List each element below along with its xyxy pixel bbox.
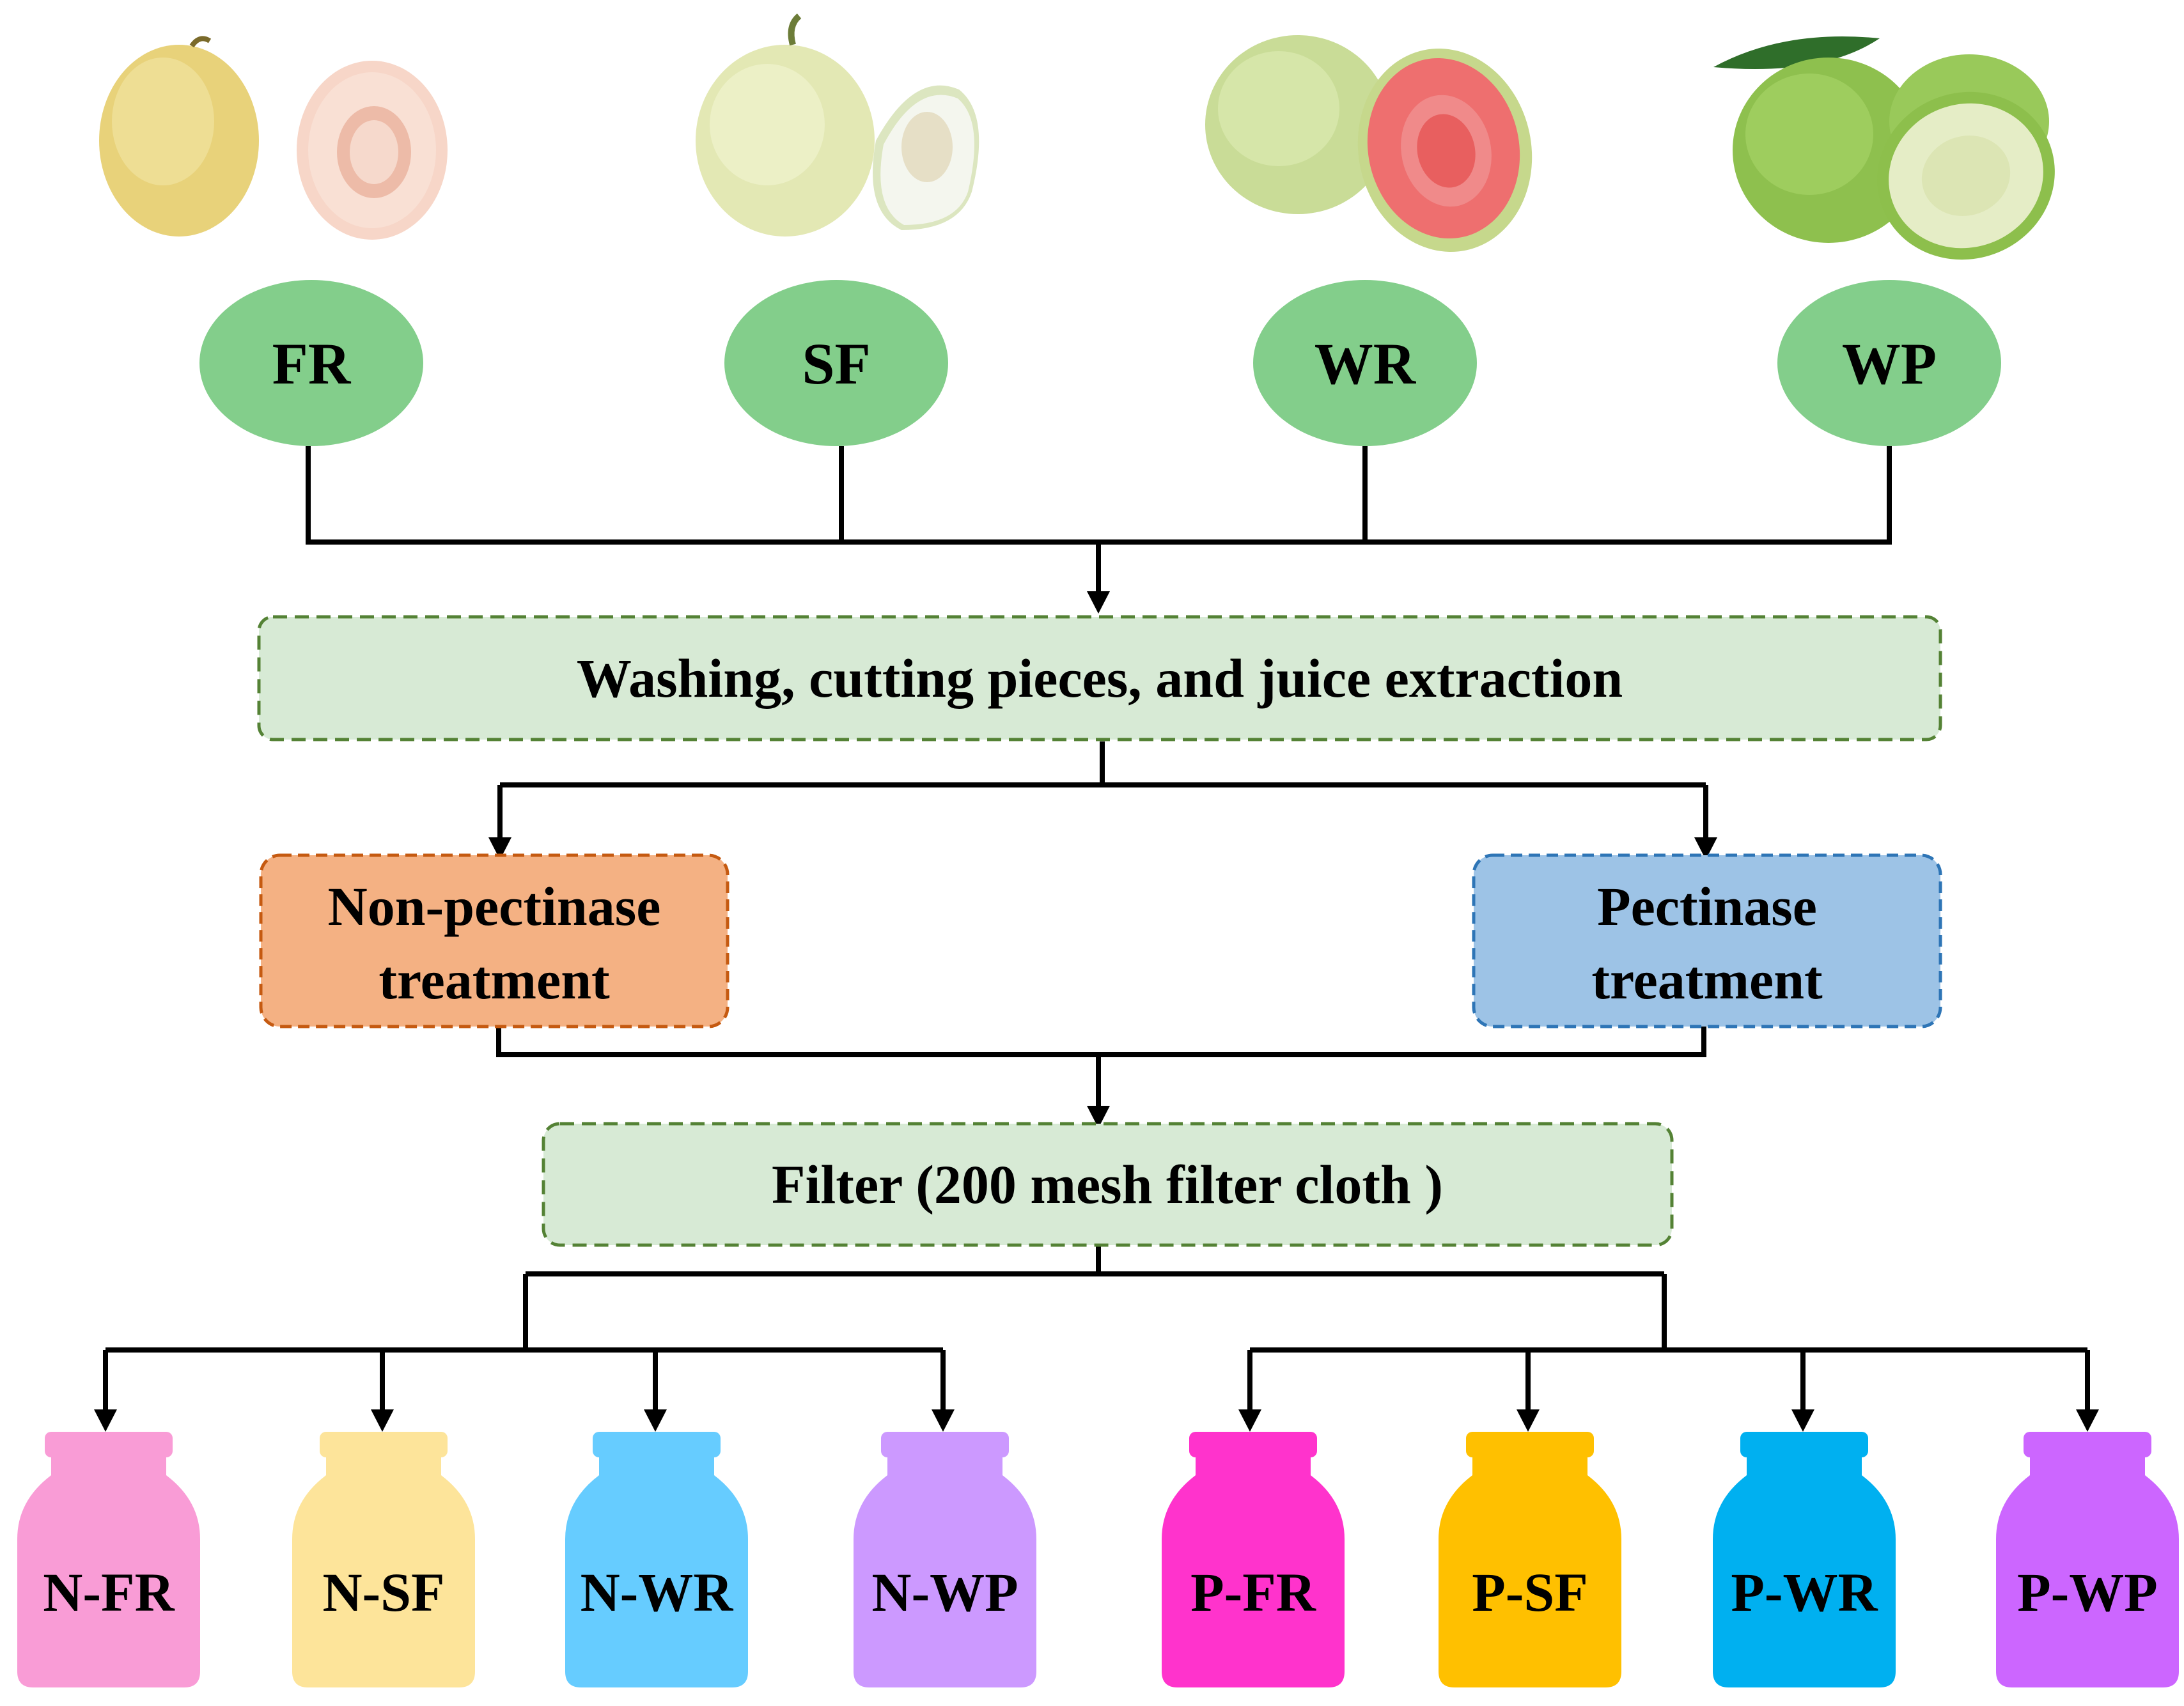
variety-node-fr: FR bbox=[199, 280, 423, 446]
variety-node-wp: WP bbox=[1777, 280, 2001, 446]
bottle-label: N-SF bbox=[322, 1562, 444, 1623]
variety-label-wr: WR bbox=[1314, 331, 1417, 396]
bottle-label: N-WR bbox=[581, 1562, 734, 1623]
bottle-body bbox=[854, 1456, 1036, 1687]
pectinase-treatment-box: Pectinase treatment bbox=[1472, 853, 1942, 1028]
guava-fruit-wp-icon bbox=[1713, 36, 2055, 260]
bottle-body bbox=[1713, 1456, 1896, 1687]
bottle-body bbox=[17, 1456, 200, 1687]
bottle-cap bbox=[320, 1432, 448, 1457]
bottle-cap bbox=[1189, 1432, 1317, 1457]
bottle-label: P-WR bbox=[1731, 1562, 1878, 1623]
bottle-cap bbox=[45, 1432, 173, 1457]
juice-bottles: N-FR N-SF N-WR N-WP P-FR P-SF P-WR P-WP bbox=[17, 1432, 2179, 1687]
washing-step-box: Washing, cutting pieces, and juice extra… bbox=[257, 615, 1942, 741]
variety-node-wr: WR bbox=[1253, 280, 1477, 446]
bottle-cap bbox=[881, 1432, 1009, 1457]
guava-fruit-fr-icon bbox=[99, 36, 448, 240]
washing-step-label: Washing, cutting pieces, and juice extra… bbox=[577, 648, 1623, 709]
bottle-label: P-WP bbox=[2017, 1562, 2158, 1623]
bottle-body bbox=[565, 1456, 748, 1687]
bottle-cap bbox=[593, 1432, 721, 1457]
bottle-body bbox=[1162, 1456, 1345, 1687]
bottle-p-sf: P-SF bbox=[1439, 1432, 1621, 1687]
bottle-cap bbox=[2024, 1432, 2151, 1457]
bottle-label: P-SF bbox=[1472, 1562, 1588, 1623]
bottle-label: P-FR bbox=[1190, 1562, 1316, 1623]
connector-lines bbox=[103, 446, 2090, 1416]
guava-fruit-wr-icon bbox=[1205, 35, 1533, 252]
variety-label-sf: SF bbox=[802, 331, 870, 396]
bottle-p-wp: P-WP bbox=[1996, 1432, 2179, 1687]
bottle-p-fr: P-FR bbox=[1162, 1432, 1345, 1687]
pectinase-label-line2: treatment bbox=[1591, 949, 1823, 1011]
bottle-cap bbox=[1740, 1432, 1868, 1457]
bottle-cap bbox=[1466, 1432, 1594, 1457]
bottle-n-sf: N-SF bbox=[292, 1432, 475, 1687]
bottle-body bbox=[292, 1456, 475, 1687]
arrowheads bbox=[94, 591, 2099, 1432]
bottle-label: N-WP bbox=[871, 1562, 1018, 1623]
non-pectinase-label-line1: Non-pectinase bbox=[328, 876, 661, 937]
guava-fruit-sf-icon bbox=[696, 13, 979, 237]
non-pectinase-treatment-box: Non-pectinase treatment bbox=[259, 853, 729, 1028]
variety-label-fr: FR bbox=[272, 331, 352, 396]
bottle-n-wp: N-WP bbox=[854, 1432, 1036, 1687]
filter-step-label: Filter (200 mesh filter cloth ) bbox=[772, 1154, 1443, 1215]
pectinase-label-line1: Pectinase bbox=[1597, 876, 1817, 937]
bottle-n-wr: N-WR bbox=[565, 1432, 748, 1687]
bottle-label: N-FR bbox=[43, 1562, 175, 1623]
bottle-p-wr: P-WR bbox=[1713, 1432, 1896, 1687]
variety-node-sf: SF bbox=[724, 280, 948, 446]
bottle-body bbox=[1439, 1456, 1621, 1687]
bottle-n-fr: N-FR bbox=[17, 1432, 200, 1687]
bottle-body bbox=[1996, 1456, 2179, 1687]
filter-step-box: Filter (200 mesh filter cloth ) bbox=[542, 1122, 1674, 1247]
variety-label-wp: WP bbox=[1842, 331, 1937, 396]
non-pectinase-label-line2: treatment bbox=[378, 949, 610, 1011]
